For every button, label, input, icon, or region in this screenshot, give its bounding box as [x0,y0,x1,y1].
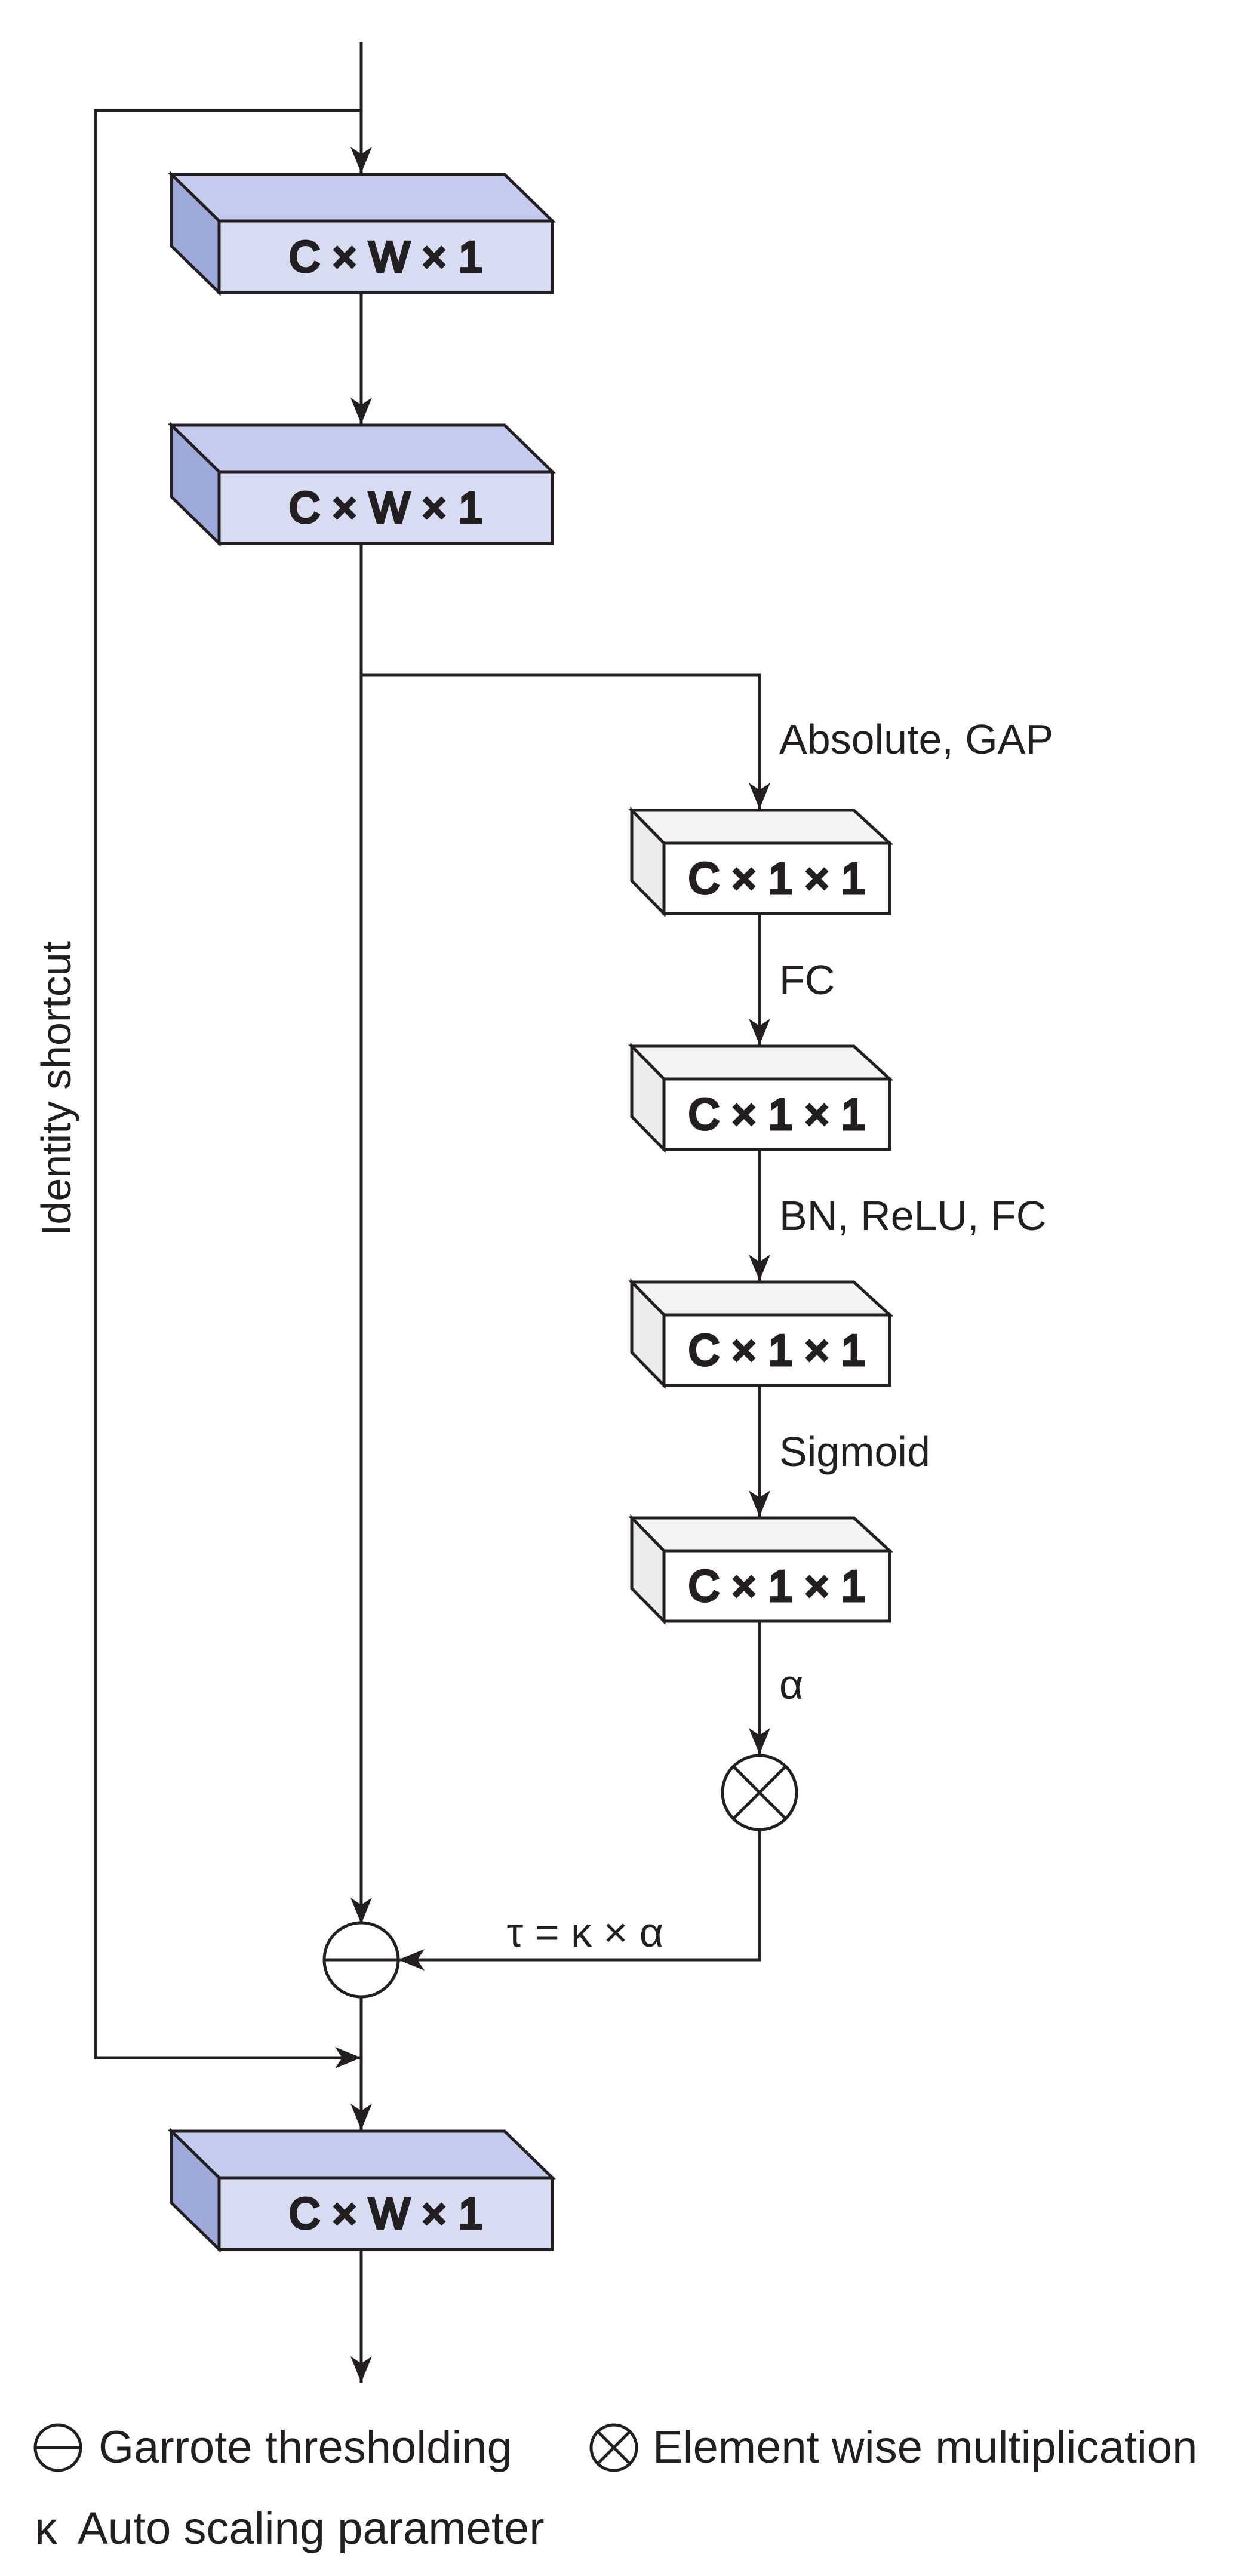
block-top-face [167,2129,556,2180]
block-label: C × W × 1 [289,2190,482,2238]
legend-multiplication-icon [589,2423,638,2472]
block-label: C × W × 1 [289,484,482,532]
block-label: C × 1 × 1 [688,1091,865,1139]
block-top-face [167,423,556,474]
block-front-face [217,219,554,294]
block-top-face [628,809,894,845]
identity-shortcut-label: Identity shortcut [33,941,79,1236]
edge-label-fc: FC [779,957,835,1003]
legend-kappa-label: Auto scaling parameter [78,2503,545,2554]
block-top-face [167,173,556,223]
branch-block-1: C × 1 × 1 [628,806,894,918]
garrote-thresholding-icon [322,1921,400,1999]
block-label: C × 1 × 1 [688,855,865,903]
edge-label-bn-relu-fc: BN, ReLU, FC [779,1192,1046,1239]
block-label: C × 1 × 1 [688,1563,865,1610]
block-front-face [662,1077,891,1151]
block-top-face [628,1280,894,1317]
legend-garrote-label: Garrote thresholding [99,2422,512,2473]
legend-garrote-icon [33,2423,82,2472]
input-block-1: C × W × 1 [167,171,556,296]
tau-arrow [398,1830,761,1971]
legend-kappa-symbol: κ [35,2503,58,2554]
branch-block-3: C × 1 × 1 [628,1278,894,1390]
block-top-face [628,1516,894,1553]
branch-block-4: C × 1 × 1 [628,1514,894,1625]
edge-label-absolute-gap: Absolute, GAP [779,716,1053,763]
legend: Garrote thresholding Element wise multip… [33,2422,1197,2554]
block-top-face [628,1044,894,1081]
element-wise-multiplication-icon [721,1754,798,1831]
branch-block-2: C × 1 × 1 [628,1042,894,1154]
edge-label-sigmoid: Sigmoid [779,1428,930,1475]
legend-multiplication-label: Element wise multiplication [653,2422,1197,2473]
block-front-face [217,2176,554,2251]
block-front-face [662,841,891,915]
connections [94,42,770,2383]
edge-label-alpha: α [779,1661,803,1708]
edge-label-tau: τ = κ × α [507,1909,664,1956]
block-label: C × W × 1 [289,233,482,281]
output-block: C × W × 1 [167,2128,556,2253]
block-label: C × 1 × 1 [688,1327,865,1375]
identity-shortcut-arrow [94,109,361,2068]
block-front-face [217,470,554,545]
block-front-face [662,1313,891,1387]
branch-split-arrow [361,673,770,809]
block-front-face [662,1549,891,1623]
input-block-2: C × W × 1 [167,422,556,547]
